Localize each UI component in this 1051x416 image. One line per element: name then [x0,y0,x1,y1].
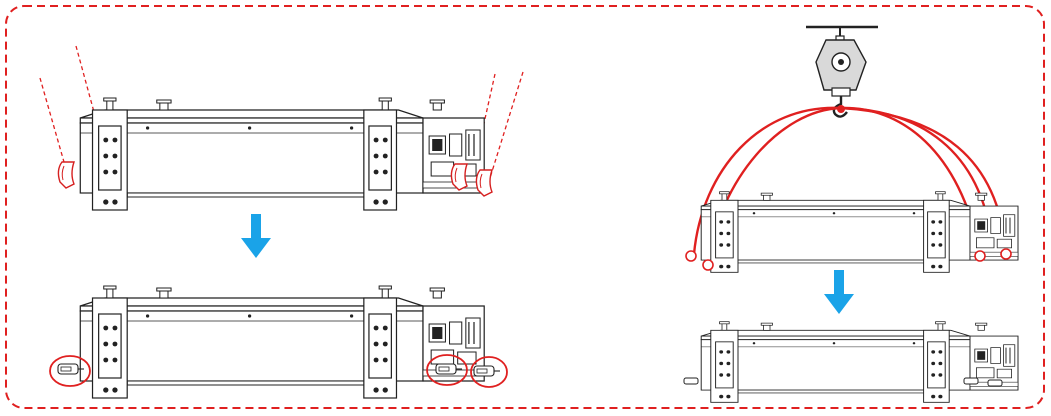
left-panel [39,45,524,399]
crane-pulley-icon [806,25,878,97]
down-arrow-icon [824,270,854,314]
battery-module-icon [700,191,1019,273]
battery-module-icon [700,321,1019,403]
crane-hook-icon [832,96,848,118]
right-step-after [683,321,1019,403]
battery-module-icon [79,285,485,399]
strap-hook-icon [837,105,845,113]
left-step-before [39,45,524,211]
down-arrow-icon [241,214,271,258]
right-panel [683,25,1019,403]
highlight-circle [49,354,508,388]
dashed-frame [5,5,1045,409]
battery-module-icon [79,97,485,211]
left-step-after [49,285,508,399]
handle-icon [57,161,75,189]
folded-handle-icon [473,365,501,377]
right-step-before [685,191,1019,273]
